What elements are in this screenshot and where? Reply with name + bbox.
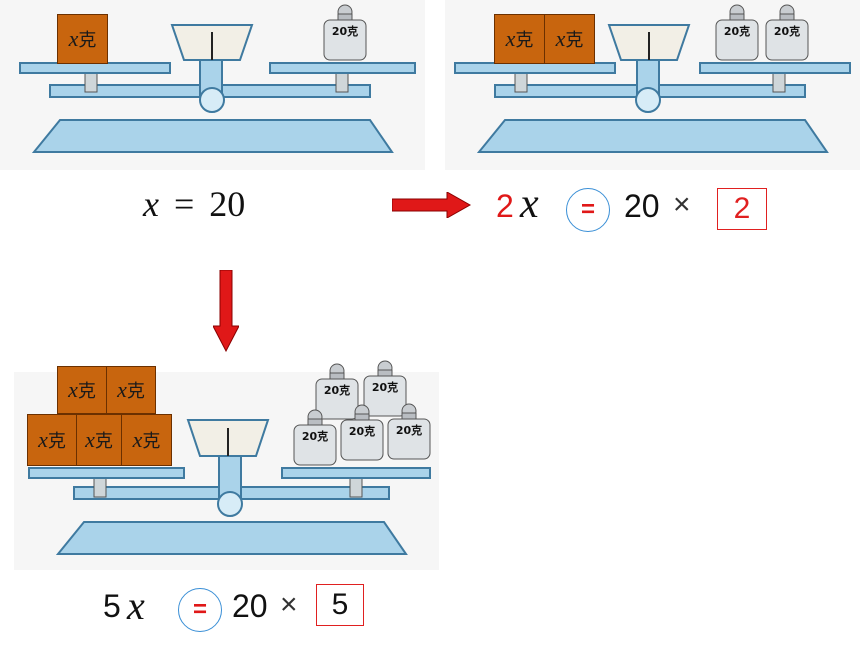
equals-circle: = bbox=[178, 588, 222, 632]
eq1-lhs: x bbox=[143, 184, 159, 224]
weight-label: 20克 bbox=[331, 25, 359, 38]
unit-ke: 克 bbox=[565, 30, 584, 51]
equation-1: x = 20 bbox=[143, 183, 245, 225]
equation-2-coef: 2 bbox=[496, 188, 514, 224]
unit-ke: 克 bbox=[78, 30, 97, 51]
equation-3-var: x bbox=[127, 583, 145, 628]
x-variable: x bbox=[38, 427, 48, 452]
balance-scale-2 bbox=[454, 24, 851, 153]
times-sign: × bbox=[673, 188, 691, 221]
weight-label: 20克 bbox=[348, 425, 376, 438]
weight-label: 20克 bbox=[773, 25, 801, 38]
weight-label: 20克 bbox=[323, 384, 351, 397]
weight-20g: 20克 bbox=[290, 407, 340, 469]
unit-ke: 克 bbox=[47, 431, 66, 452]
equation-3-coef: 5 bbox=[103, 588, 121, 624]
weight-label: 20克 bbox=[395, 424, 423, 437]
arrow-down-icon bbox=[213, 270, 239, 352]
unit-ke: 克 bbox=[142, 431, 161, 452]
weight-label: 20克 bbox=[723, 25, 751, 38]
weight-20g: 20克 bbox=[384, 401, 434, 463]
weight-label: 20克 bbox=[301, 430, 329, 443]
x-variable: x bbox=[117, 377, 127, 402]
times-sign: × bbox=[280, 588, 298, 621]
unit-ke: 克 bbox=[515, 30, 534, 51]
weight-20g: 20克 bbox=[762, 2, 812, 64]
arrow-right-icon bbox=[392, 192, 472, 218]
x-variable: x bbox=[555, 26, 566, 51]
x-variable: x bbox=[85, 427, 95, 452]
unit-ke: 克 bbox=[94, 431, 113, 452]
weight-20g: 20克 bbox=[320, 2, 370, 64]
eq1-rhs: 20 bbox=[209, 184, 246, 224]
x-variable: x bbox=[505, 26, 516, 51]
answer-box: 2 bbox=[717, 188, 767, 230]
x-variable: x bbox=[132, 427, 143, 452]
weight-label: 20克 bbox=[371, 381, 399, 394]
equation-2-var: x bbox=[520, 181, 539, 227]
balance-scale-3 bbox=[28, 419, 431, 555]
weight-20g: 20克 bbox=[337, 402, 387, 464]
weight-20g: 20克 bbox=[360, 358, 410, 420]
weight-20g: 20克 bbox=[312, 361, 362, 423]
eq1-equals: = bbox=[173, 184, 195, 224]
unit-ke: 克 bbox=[77, 381, 96, 402]
unit-ke: 克 bbox=[126, 381, 145, 402]
x-variable: x bbox=[68, 377, 78, 402]
answer-box: 5 bbox=[316, 584, 364, 626]
equals-circle: = bbox=[566, 188, 610, 232]
equation-3-base: 20 bbox=[232, 588, 268, 624]
x-variable: x bbox=[68, 26, 79, 51]
equation-2-base: 20 bbox=[624, 188, 660, 224]
balance-scale-1 bbox=[19, 24, 416, 153]
weight-20g: 20克 bbox=[712, 2, 762, 64]
